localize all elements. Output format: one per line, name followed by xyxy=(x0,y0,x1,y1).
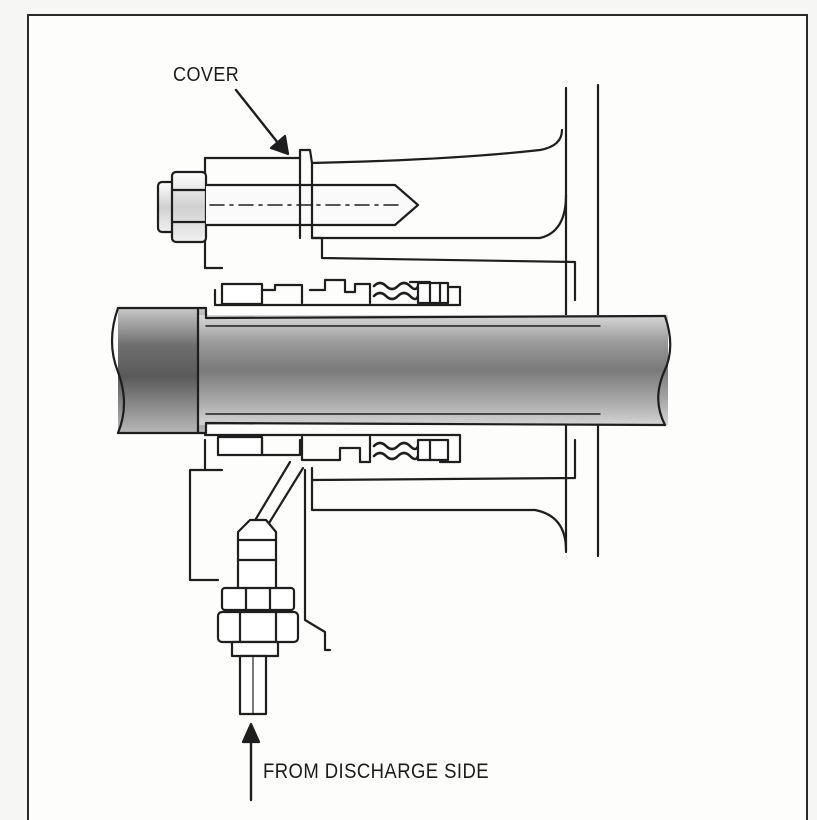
cover-bolt xyxy=(156,170,420,244)
flush-line xyxy=(216,460,305,716)
cover-lower xyxy=(188,438,577,652)
seal-assembly-upper xyxy=(213,278,462,307)
shaft xyxy=(110,306,672,435)
seal-assembly-lower xyxy=(203,433,462,464)
cover-arrow xyxy=(234,88,290,156)
cover-label: COVER xyxy=(173,64,240,86)
discharge-side-label: FROM DISCHARGE SIDE xyxy=(263,760,490,783)
cover-upper xyxy=(203,128,577,302)
discharge-arrow xyxy=(241,722,261,802)
